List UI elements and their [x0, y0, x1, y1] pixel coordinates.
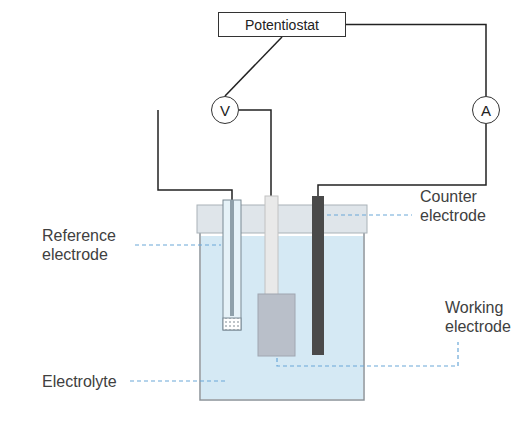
part-label: Counter electrode: [420, 187, 512, 225]
reference-frit: [223, 318, 241, 330]
potentiostat-box: Potentiostat: [218, 12, 346, 37]
wire: [239, 110, 271, 196]
node-text: V: [220, 102, 230, 119]
working-plate: [258, 294, 295, 356]
wire-connector: [346, 25, 486, 97]
node-text: Potentiostat: [245, 17, 319, 33]
working-rod: [265, 196, 278, 296]
node-text: A: [481, 102, 491, 119]
leader-line: [277, 342, 458, 366]
leader-line: [327, 214, 412, 215]
reference-wire: [230, 200, 234, 316]
part-label: Reference electrode: [42, 226, 132, 264]
counter-rod: [312, 196, 324, 355]
wire-connector: [225, 37, 282, 96]
part-label: Electrolyte: [42, 372, 128, 391]
ammeter-circle: A: [472, 96, 500, 124]
wire: [318, 124, 486, 196]
voltmeter-circle: V: [211, 96, 239, 124]
reference-tube: [223, 200, 241, 330]
leader-line: [130, 380, 228, 381]
leader-line: [135, 244, 221, 245]
part-label: Working electrode: [445, 298, 519, 336]
